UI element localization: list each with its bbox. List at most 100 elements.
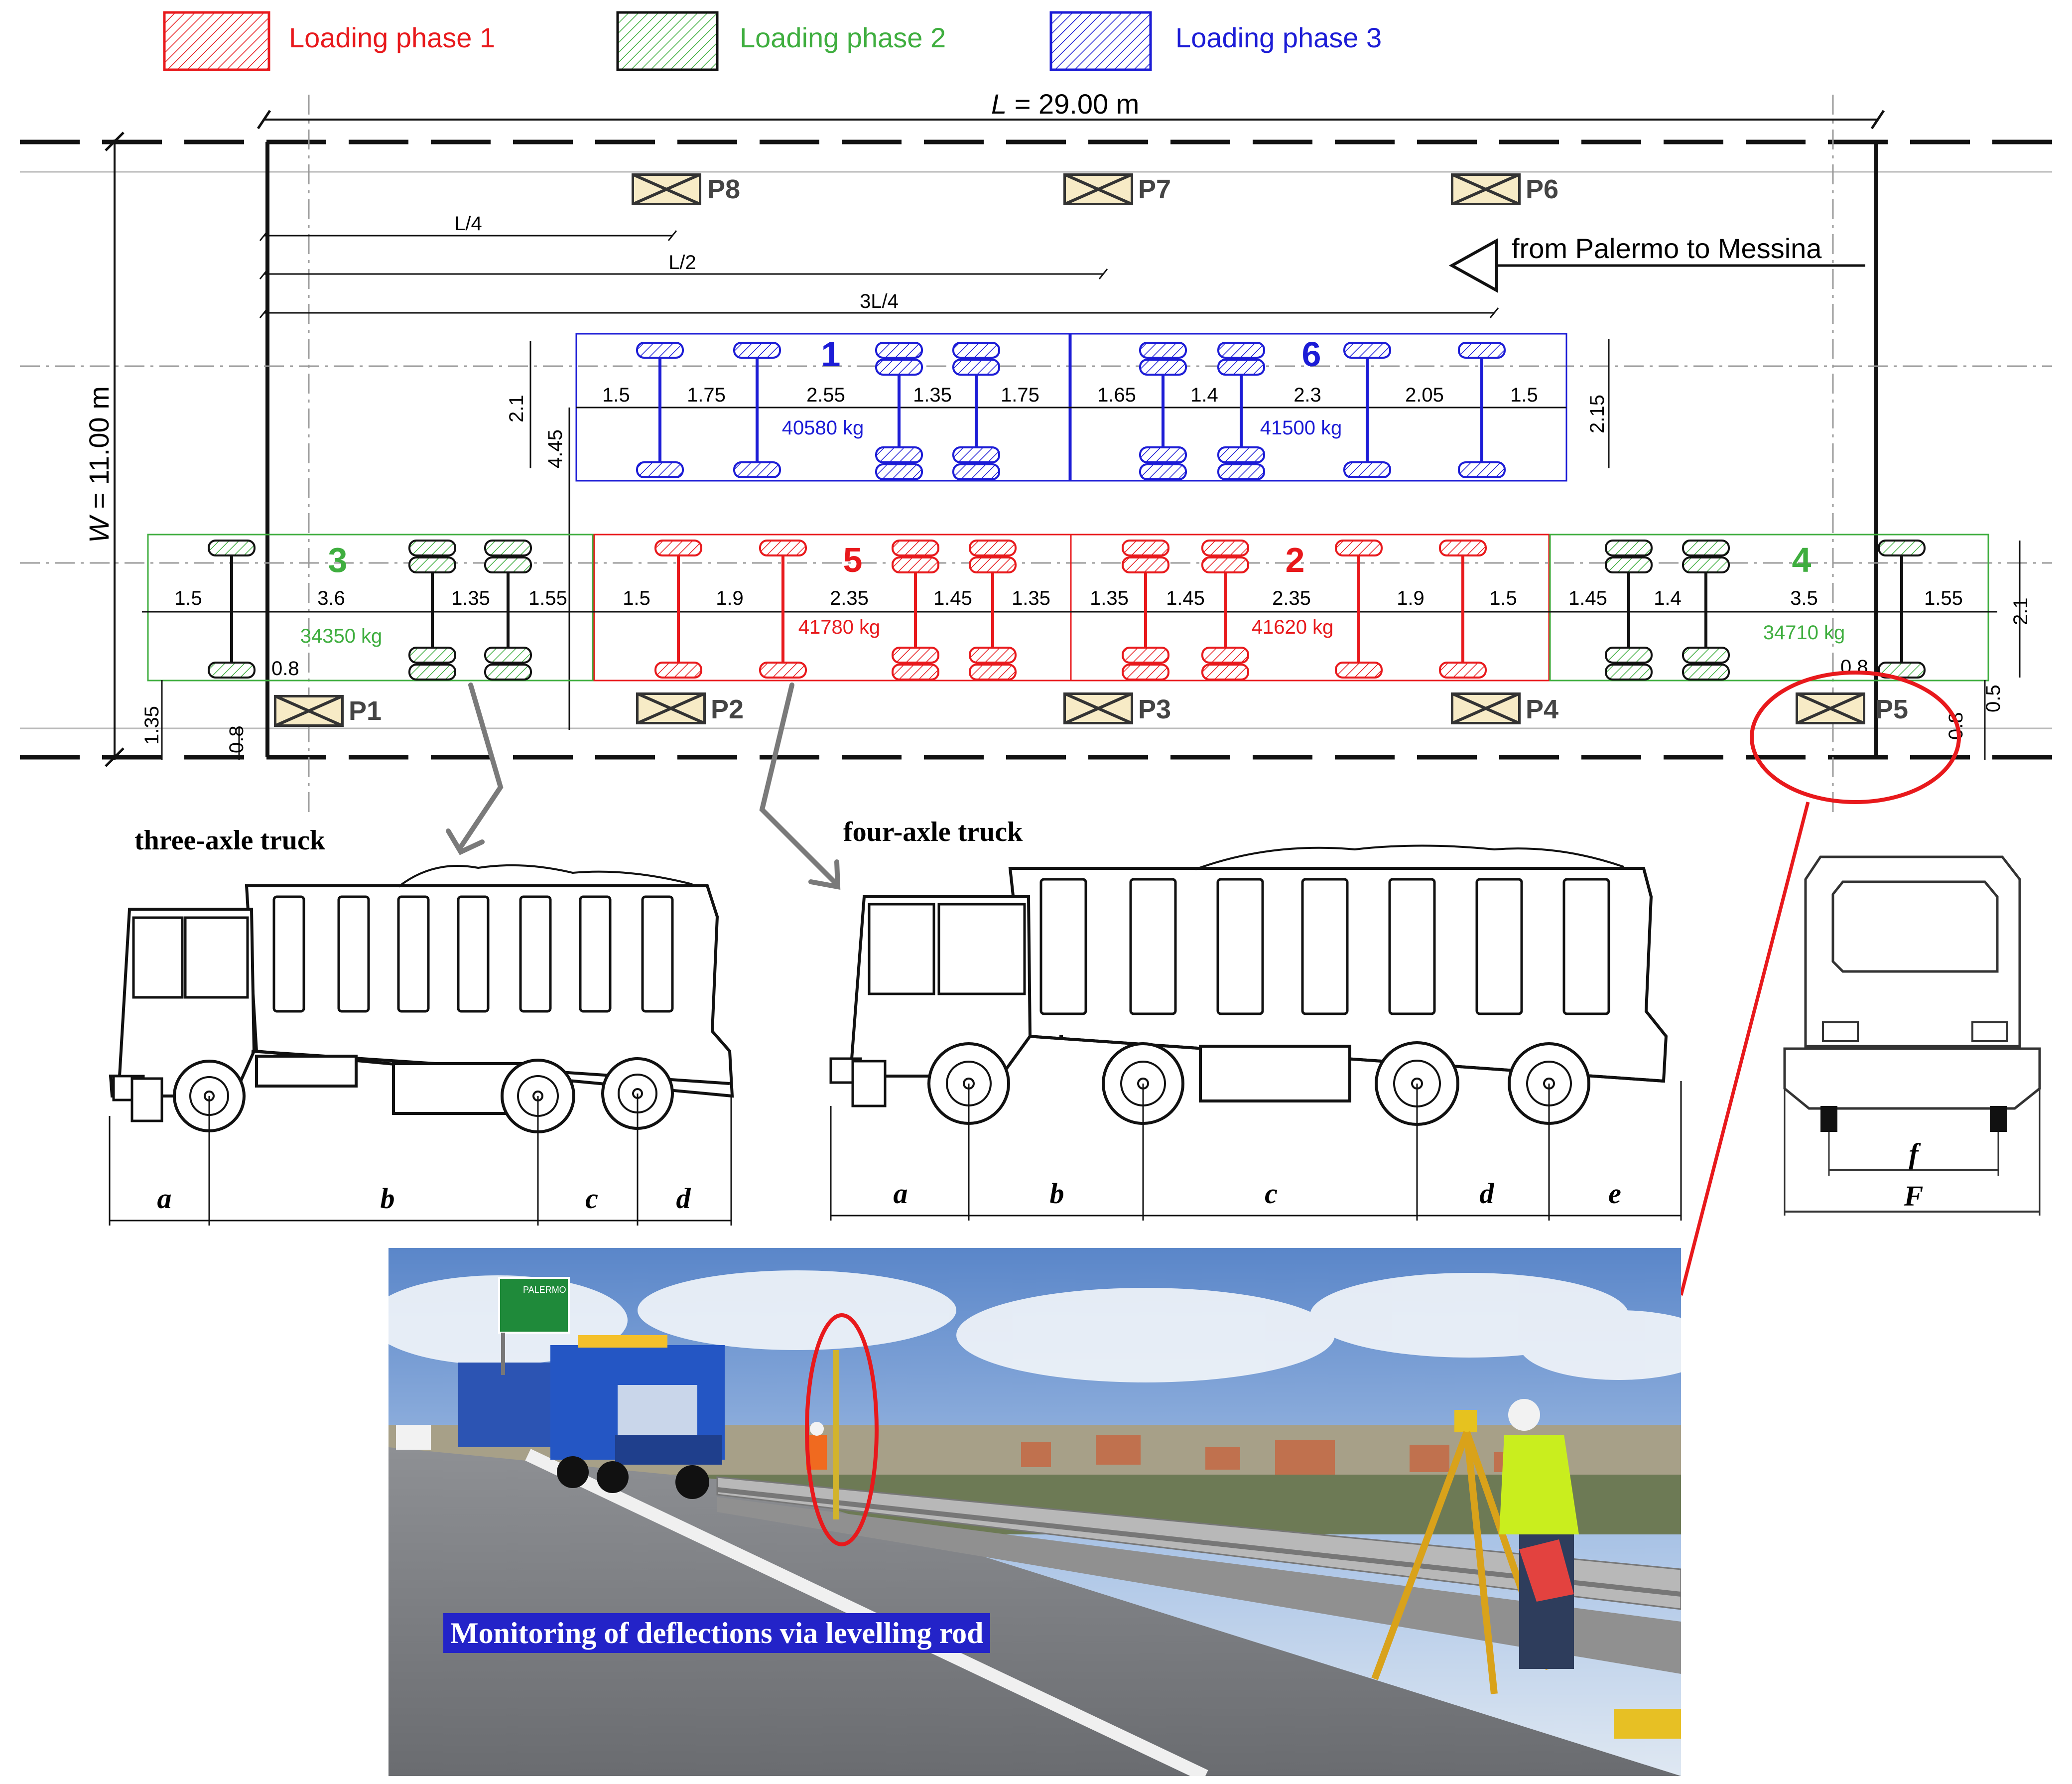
- svg-text:1.5: 1.5: [174, 587, 202, 609]
- svg-text:1.35: 1.35: [451, 587, 490, 609]
- four-axle-dim-e: e: [1608, 1177, 1621, 1210]
- truck-6-id: 6: [1302, 335, 1321, 374]
- wheel-icon: [892, 647, 939, 664]
- wheel-icon: [1605, 664, 1653, 681]
- truck-4-id: 4: [1792, 541, 1812, 579]
- span-fractions: [259, 230, 1499, 318]
- three-axle-dim-a: a: [157, 1182, 172, 1215]
- wheel-icon: [1605, 647, 1653, 664]
- pier-label-p3: P3: [1138, 694, 1171, 724]
- wheel-icon: [484, 647, 532, 664]
- truck-3-spacings: 1.5 3.6 1.35 1.55: [174, 587, 567, 609]
- truck-5-weight: 41780 kg: [798, 616, 881, 638]
- wheel-icon: [1201, 664, 1249, 681]
- svg-text:3.6: 3.6: [317, 587, 345, 609]
- wheel-icon: [408, 540, 456, 556]
- wheel-icon: [1682, 556, 1730, 573]
- wheel-icon: [1139, 463, 1187, 480]
- svg-text:1.5: 1.5: [1489, 587, 1517, 609]
- wheel-icon: [1201, 556, 1249, 573]
- wheel-icon: [1682, 664, 1730, 681]
- wheel-icon: [952, 446, 1000, 463]
- svg-text:1.45: 1.45: [933, 587, 972, 609]
- svg-text:1.45: 1.45: [1568, 587, 1607, 609]
- legend-phase3-label: Loading phase 3: [1175, 22, 1382, 53]
- truck-3-footprint: [147, 534, 594, 682]
- wheel-icon: [1458, 461, 1506, 478]
- svg-text:1.5: 1.5: [602, 384, 630, 406]
- wheel-icon: [1335, 540, 1383, 556]
- four-axle-dim-a: a: [894, 1177, 908, 1210]
- pier-icon: [1064, 693, 1132, 723]
- left-edge-offset-2: 0.8: [226, 725, 248, 753]
- wheel-icon: [1217, 463, 1265, 480]
- truck-2-footprint: [1070, 534, 1550, 682]
- pier-icon: [1064, 174, 1132, 204]
- wheel-icon: [1605, 540, 1653, 556]
- four-axle-truck-title: four-axle truck: [843, 817, 1023, 847]
- wheel-icon: [1139, 359, 1187, 376]
- wheel-icon: [1458, 342, 1506, 359]
- truck-1-weight: 40580 kg: [782, 417, 864, 439]
- photo-surveyor: [1371, 1399, 1681, 1739]
- wheel-icon: [1217, 446, 1265, 463]
- svg-text:1.75: 1.75: [1001, 384, 1039, 406]
- pier-label-p1: P1: [349, 696, 382, 726]
- wheel-icon: [969, 664, 1017, 681]
- pier-icon: [633, 174, 700, 204]
- wheel-icon: [408, 647, 456, 664]
- right-offset-2: 2.1: [2010, 597, 2032, 625]
- right-offset: 2.15: [1586, 395, 1608, 433]
- legend-phase2-swatch: [616, 11, 719, 71]
- legend-phase1-label: Loading phase 1: [289, 22, 495, 53]
- truck-6-spacings: 1.65 1.4 2.3 2.05 1.5: [1097, 384, 1538, 406]
- four-axle-truck-drawing: four-axle truck: [829, 817, 1682, 1221]
- truck-front-view: f F: [1783, 855, 2041, 1216]
- svg-text:1.55: 1.55: [528, 587, 567, 609]
- wheel-icon: [1122, 664, 1169, 681]
- pointer-arrows: [446, 683, 841, 890]
- svg-text:2.35: 2.35: [1272, 587, 1311, 609]
- road-sign-text: PALERMO: [523, 1285, 566, 1295]
- three-axle-truck-drawing: three-axle truck: [109, 825, 734, 1226]
- wheel-icon: [759, 540, 807, 556]
- three-axle-truck-dimensions: [109, 1094, 732, 1226]
- wheel-icon: [875, 463, 923, 480]
- front-dim-f: f: [1909, 1137, 1921, 1170]
- half-span-label: L/2: [668, 252, 696, 274]
- truck-3-id: 3: [328, 541, 348, 579]
- photo-road-sign: [498, 1277, 570, 1334]
- three-axle-dim-c: c: [585, 1182, 598, 1215]
- photo-truck: [458, 1335, 725, 1499]
- wheel-icon: [1343, 461, 1391, 478]
- wheel-icon: [484, 664, 532, 681]
- wheel-icon: [1439, 662, 1487, 679]
- wheel-icon: [484, 540, 532, 556]
- truck-3-weight: 34350 kg: [300, 625, 383, 647]
- pier-label-p5: P5: [1875, 694, 1908, 724]
- four-axle-truck-body: [829, 844, 1668, 1107]
- pier-icon: [637, 693, 705, 723]
- three-axle-dim-d: d: [676, 1182, 691, 1215]
- pier-label-p7: P7: [1138, 174, 1171, 204]
- legend-phase3-swatch: [1049, 11, 1152, 71]
- truck-1-and-6-axles: [636, 342, 1506, 480]
- wheel-icon: [1139, 342, 1187, 359]
- wheel-icon: [733, 342, 781, 359]
- wheel-icon: [759, 662, 807, 679]
- wheel-icon: [1122, 647, 1169, 664]
- svg-text:2.35: 2.35: [830, 587, 869, 609]
- wheel-icon: [208, 662, 256, 679]
- wheel-icon: [952, 342, 1000, 359]
- wheel-icon: [892, 556, 939, 573]
- truck-5-id: 5: [843, 541, 863, 579]
- lane-offset-1: 2.1: [506, 395, 527, 422]
- wheel-icon: [1343, 342, 1391, 359]
- svg-text:1.5: 1.5: [623, 587, 650, 609]
- wheel-icon: [484, 556, 532, 573]
- wheel-icon: [1201, 540, 1249, 556]
- wheel-icon: [952, 359, 1000, 376]
- pier-icon: [1797, 693, 1864, 723]
- quarter-span-label: L/4: [454, 213, 482, 235]
